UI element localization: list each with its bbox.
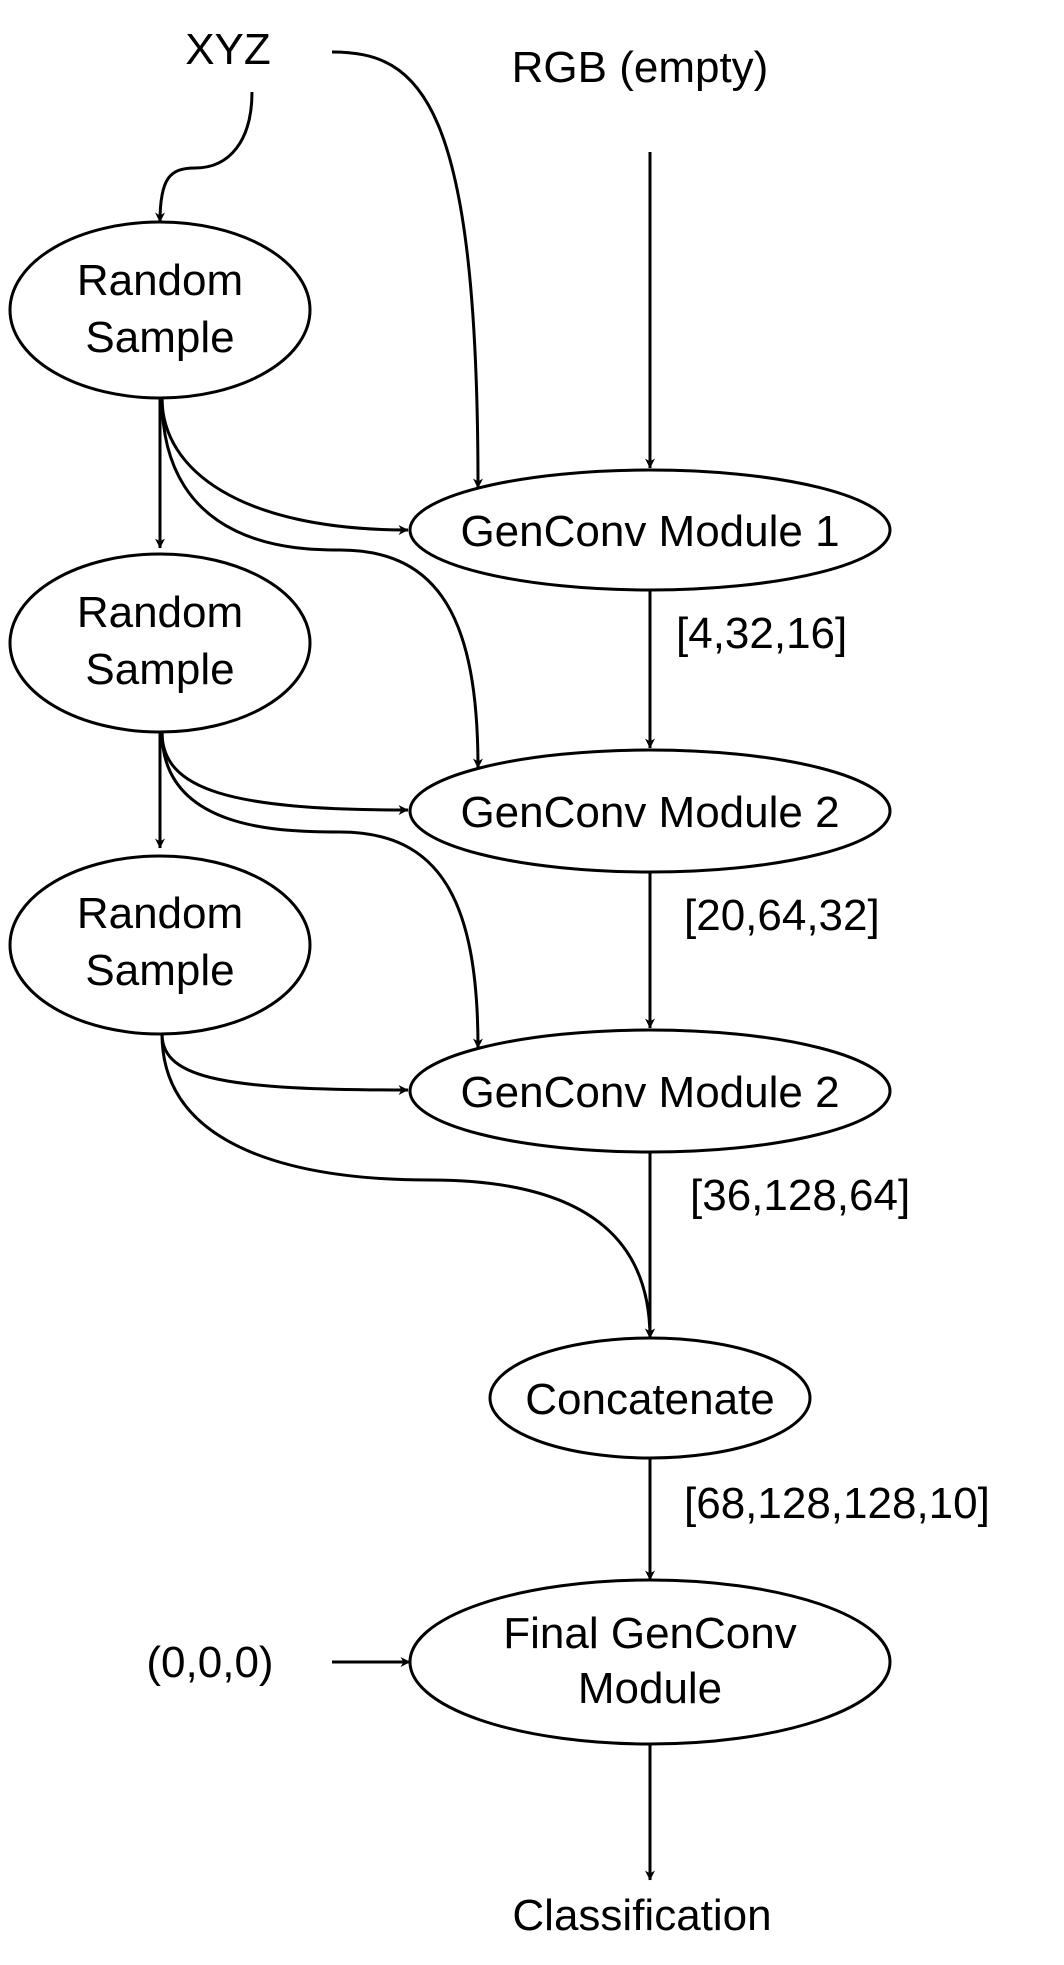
edge-random-sample-3-to-genconv-3: [160, 1033, 409, 1095]
concatenate-node: Concatenate: [488, 1336, 812, 1460]
shape-label-genconv-1: [4,32,16]: [676, 609, 847, 658]
classification-output-label: Classification: [512, 1891, 771, 1940]
edge-random-sample-1-to-genconv-1: [160, 397, 409, 535]
shape-label-concatenate: [68,128,128,10]: [684, 1479, 990, 1528]
final-genconv-label-line-1: Final GenConv: [503, 1609, 796, 1658]
random-sample-1-line-2: Sample: [85, 313, 234, 362]
random-sample-2-line-2: Sample: [85, 645, 234, 694]
edge-xyz-to-random-sample-1: [155, 91, 254, 223]
edge-xyz-to-genconv-1: [331, 50, 483, 489]
shape-label-genconv-3: [36,128,64]: [690, 1171, 910, 1220]
random-sample-node-1: Random Sample: [8, 220, 312, 400]
random-sample-3-line-1: Random: [77, 889, 243, 938]
final-genconv-module-node: Final GenConv Module: [408, 1578, 892, 1746]
concatenate-label: Concatenate: [525, 1375, 775, 1424]
genconv-module-3-node: GenConv Module 2: [408, 1028, 892, 1154]
final-genconv-label-line-2: Module: [578, 1664, 722, 1713]
edges: [155, 50, 655, 1881]
random-sample-2-line-1: Random: [77, 588, 243, 637]
edge-random-sample-2-to-genconv-2: [160, 731, 409, 815]
random-sample-3-line-2: Sample: [85, 946, 234, 995]
genconv-module-2-node: GenConv Module 2: [408, 748, 892, 874]
edge-random-sample-2-to-genconv-3: [160, 731, 483, 1049]
labels: XYZ RGB (empty) (0,0,0) [4,32,16] [20,64…: [146, 25, 989, 1940]
genconv-module-1-label: GenConv Module 1: [460, 507, 839, 556]
nodes: Random Sample Random Sample Random Sampl…: [8, 220, 892, 1746]
rgb-input-label: RGB (empty): [512, 43, 769, 92]
xyz-input-label: XYZ: [185, 25, 271, 74]
random-sample-node-2: Random Sample: [8, 552, 312, 734]
genconv-module-1-node: GenConv Module 1: [408, 468, 892, 592]
genconv-module-3-label: GenConv Module 2: [460, 1068, 839, 1117]
shape-label-genconv-2: [20,64,32]: [684, 891, 880, 940]
edge-random-sample-3-to-concatenate: [160, 1033, 655, 1339]
random-sample-1-line-1: Random: [77, 256, 243, 305]
genconv-module-2-label: GenConv Module 2: [460, 788, 839, 837]
origin-input-label: (0,0,0): [146, 1638, 273, 1687]
edge-random-sample-1-to-genconv-2: [160, 397, 483, 769]
random-sample-node-3: Random Sample: [8, 854, 312, 1036]
